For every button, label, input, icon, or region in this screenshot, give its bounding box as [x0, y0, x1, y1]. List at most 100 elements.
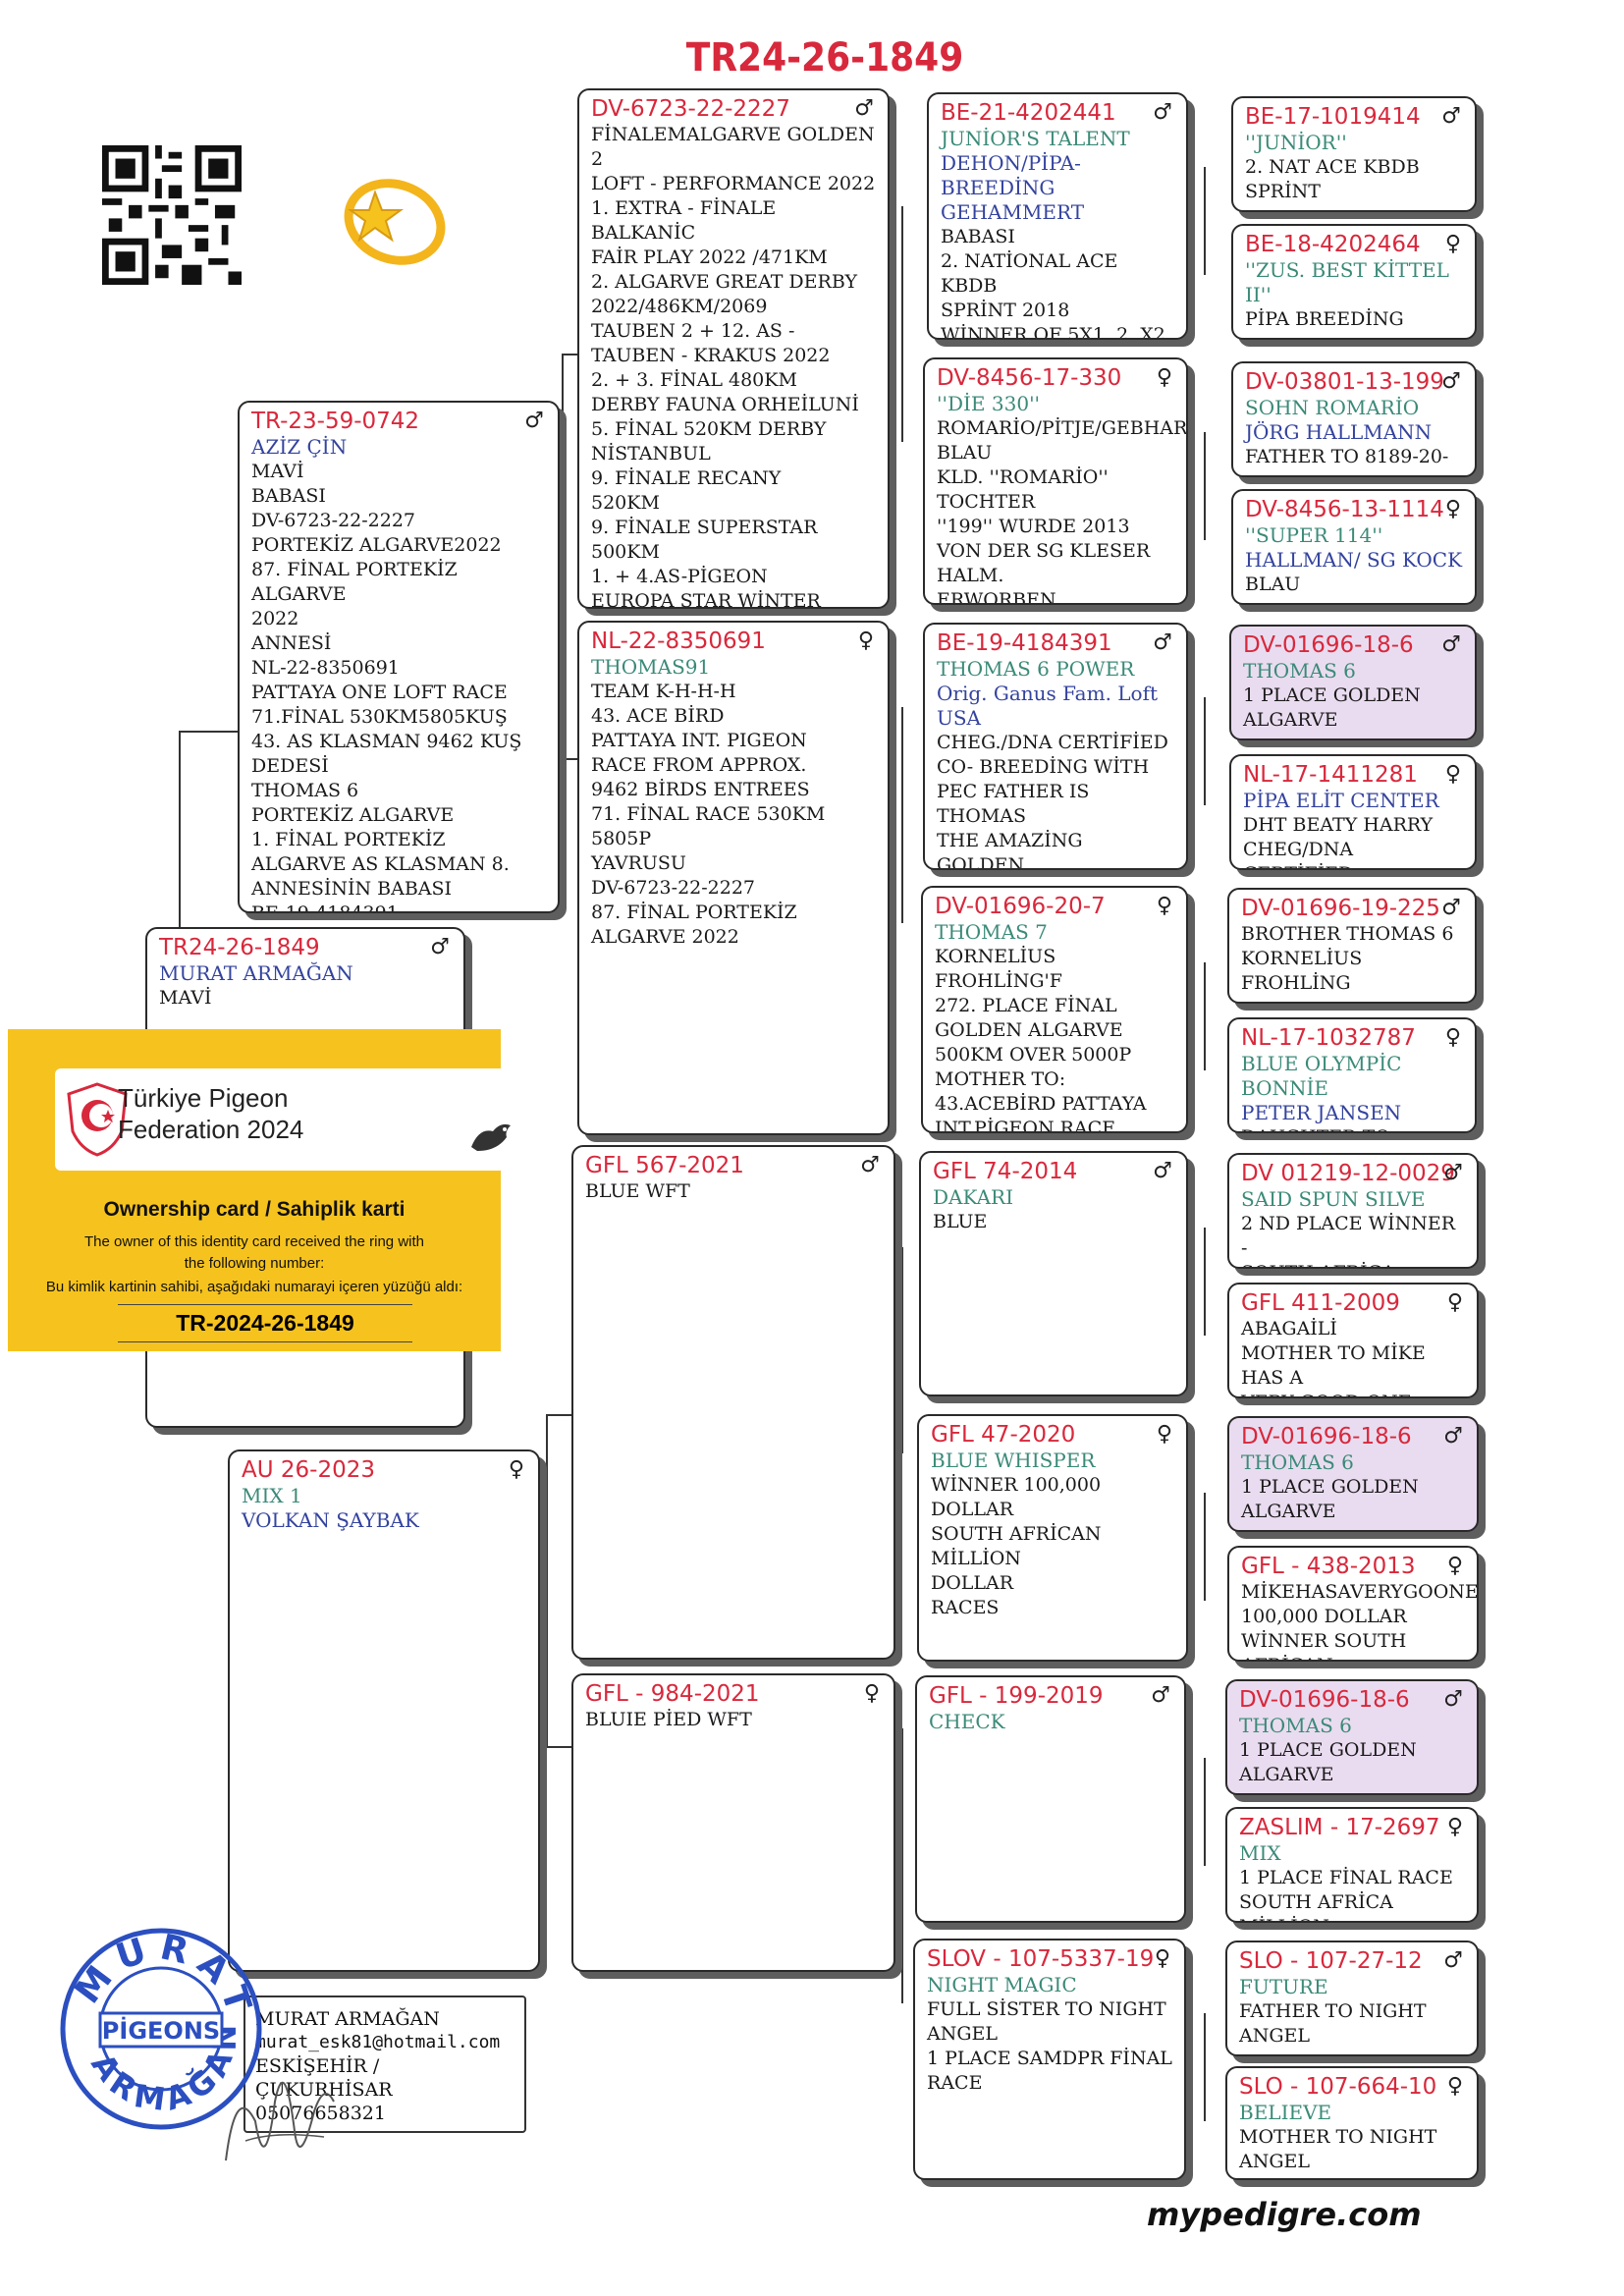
- ring-number: DV-01696-18-6: [1239, 1687, 1410, 1713]
- connector: [1204, 1228, 1206, 1336]
- contact-email: murat_esk81@hotmail.com: [255, 2032, 501, 2052]
- pedigree-note: SOUTH AFRİCA: [1241, 1261, 1465, 1267]
- pedigree-note: MİKEHASAVERYGOONE: [1241, 1581, 1479, 1603]
- male-icon: ♂: [1443, 1687, 1463, 1712]
- divider: [118, 1304, 412, 1305]
- pigeon-name: BELIEVE: [1239, 2101, 1332, 2124]
- pedigree-note: 1 PLACE GOLDEN: [1239, 1739, 1417, 1761]
- connector: [901, 1247, 903, 1453]
- pedigree-note: BABASI: [251, 485, 326, 507]
- connector: [1204, 697, 1206, 805]
- female-icon: ♀: [1444, 497, 1461, 521]
- pigeon-name: FUTURE: [1239, 1975, 1328, 1998]
- pedigree-note: NL-22-8350691: [251, 657, 400, 679]
- pedigree-note: INT.PİGEON RACE: [935, 1118, 1116, 1133]
- contact-name: MURAT ARMAĞAN: [255, 2008, 440, 2030]
- male-icon: ♂: [1441, 632, 1461, 657]
- male-icon: ♂: [860, 1153, 880, 1177]
- pedigree-note: BALKANİC: [591, 222, 696, 244]
- ring-number: TR-23-59-0742: [251, 409, 420, 434]
- pedigree-note: CO- BREEDİNG WİTH: [937, 756, 1150, 778]
- female-icon: ♀: [1444, 762, 1461, 787]
- ring-number: DV-01696-19-225: [1241, 896, 1440, 921]
- ownership-heading: Ownership card / Sahiplik karti: [103, 1198, 406, 1221]
- pedigree-note: ERWORBEN: [937, 589, 1056, 605]
- pedigree-note: NİSTANBUL: [591, 443, 711, 465]
- federation-banner: Türkiye Pigeon Federation 2024: [55, 1068, 530, 1171]
- pedigree-note: TAUBEN - KRAKUS 2022: [591, 345, 831, 366]
- ring-number: NL-22-8350691: [591, 629, 766, 654]
- breeder-name: Orig. Ganus Fam. Loft USA: [937, 682, 1159, 730]
- male-icon: ♂: [524, 409, 544, 433]
- ring-number: DV-01696-18-6: [1241, 1424, 1412, 1449]
- ring-number: DV 01219-12-0029: [1241, 1161, 1455, 1186]
- pedigree-note: 5805P: [591, 828, 652, 849]
- pedigree-note: ROMARİO/PİTJE/GEBHARDT: [937, 417, 1188, 439]
- pigeon-card-dds[interactable]: GFL - 199-2019♂CHECK: [915, 1675, 1186, 1923]
- ownership-text-en-1: The owner of this identity card received…: [83, 1233, 424, 1250]
- pedigree-title: TR24-26-1849: [685, 35, 964, 81]
- ring-number: BE-21-4202441: [941, 100, 1116, 126]
- female-icon: ♀: [1156, 365, 1172, 390]
- ring-number: GFL - 984-2021: [585, 1681, 760, 1707]
- ring-number: DV-6723-22-2227: [591, 96, 790, 122]
- pigeon-name: BLUE WHISPER: [931, 1449, 1096, 1472]
- pedigree-note: DHT BEATY HARRY: [1243, 814, 1434, 836]
- connector: [901, 707, 903, 923]
- pigeon-card-dam-dam[interactable]: GFL - 984-2021♀BLUIE PİED WFT: [571, 1673, 895, 1972]
- pigeon-card-dam-sire[interactable]: GFL 567-2021♂BLUE WFT: [571, 1145, 895, 1660]
- pigeon-card-g4-2[interactable]: BE-18-4202464♀''ZUS. BEST KİTTEL II''PİP…: [1231, 224, 1477, 340]
- breeder-name: PİPA ELİT CENTER: [1243, 789, 1439, 812]
- pedigree-note: 1 PLACE GOLDEN: [1243, 684, 1421, 706]
- female-icon: ♀: [508, 1457, 524, 1482]
- ring-number: GFL 47-2020: [931, 1422, 1076, 1448]
- pedigree-note: PATTAYA INT. PIGEON: [591, 730, 807, 751]
- pedigree-note: BLUE: [933, 1211, 988, 1232]
- pedigree-note: MAVİ: [159, 987, 212, 1009]
- pedigree-note: ANNESİNİN BABASI: [251, 878, 453, 900]
- pedigree-note: 500KM OVER 5000P: [935, 1044, 1132, 1066]
- connector: [1204, 2013, 1206, 2121]
- pigeon-card-g4-4[interactable]: DV-8456-13-1114♀''SUPER 114''HALLMAN/ SG…: [1231, 489, 1477, 605]
- pedigree-note: TOCHTER: [937, 491, 1036, 513]
- pigeon-card-ssd[interactable]: DV-8456-17-330♀''DİE 330''ROMARİO/PİTJE/…: [923, 357, 1188, 605]
- pedigree-note: 1 PLACE SAMDPR FİNAL: [927, 2048, 1172, 2069]
- breeder-name: PETER JANSEN: [1241, 1101, 1402, 1124]
- pedigree-note: RACES: [931, 1597, 1000, 1618]
- pedigree-note: LOFT - PERFORMANCE 2022: [591, 173, 876, 194]
- pedigree-note: FATHER TO NIGHT: [1239, 2000, 1427, 2022]
- pedigree-note: 9. FİNALE RECANY: [591, 467, 782, 489]
- pedigree-note: 2022: [251, 608, 299, 629]
- pedigree-note: PORTEKİZ ALGARVE: [251, 804, 455, 826]
- pedigree-note: FULL SİSTER TO NIGHT: [927, 1998, 1166, 2020]
- pedigree-note: ANGEL: [1239, 2151, 1311, 2172]
- pigeon-emblem-icon: [471, 1123, 511, 1151]
- pedigree-note: SPRİNT 2018: [941, 300, 1070, 321]
- connector: [1204, 962, 1206, 1070]
- breeder-name: AZİZ ÇİN: [251, 435, 348, 459]
